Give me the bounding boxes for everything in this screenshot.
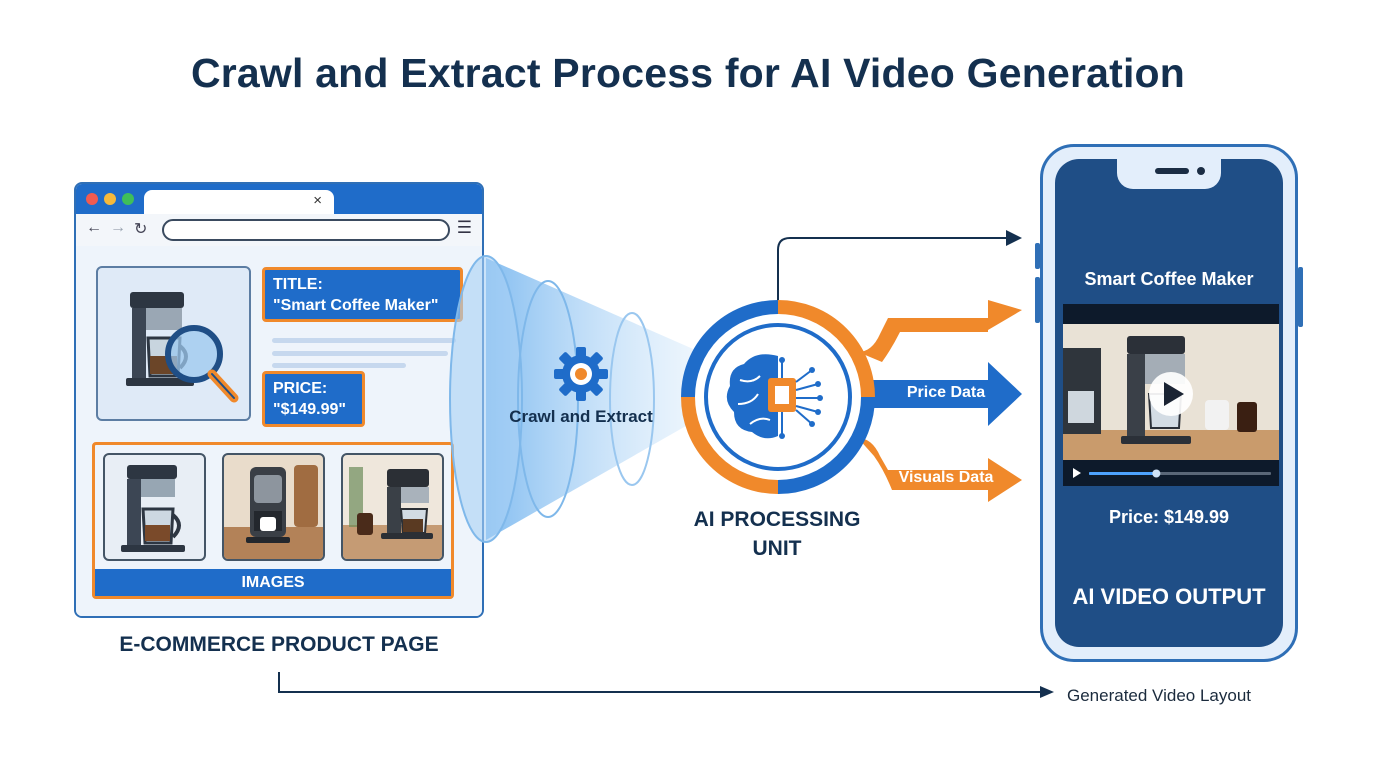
coffee-maker-icon: [121, 465, 185, 552]
video-product-title: Smart Coffee Maker: [1084, 269, 1254, 289]
crawl-label: Crawl and Extract: [509, 407, 653, 426]
volume-button: [1035, 243, 1040, 269]
title-field-value: "Smart Coffee Maker": [273, 297, 439, 314]
ai-processing-label: AI PROCESSING UNIT: [672, 505, 882, 563]
product-thumbnail[interactable]: [103, 453, 206, 561]
phone-notch: [1117, 159, 1221, 189]
product-thumbnail[interactable]: [222, 453, 325, 561]
cone-ring: [449, 255, 523, 543]
text-placeholder-line: [272, 363, 406, 368]
product-thumbnail[interactable]: [341, 453, 444, 561]
back-arrow-icon[interactable]: ←: [86, 219, 102, 236]
title-field: TITLE: "Smart Coffee Maker": [262, 267, 463, 322]
browser-tab[interactable]: ×: [144, 190, 334, 216]
images-label: IMAGES: [95, 569, 451, 596]
cone-ring: [609, 312, 655, 486]
arrowhead-icon: [1006, 230, 1022, 246]
price-field-value: "$149.99": [273, 401, 347, 418]
coffee-maker-magnifier-icon: [126, 292, 239, 403]
title-field-label: TITLE:: [273, 276, 323, 293]
product-page-body: TITLE: "Smart Coffee Maker" PRICE: "$149…: [76, 246, 482, 616]
video-progress-fill: [1089, 472, 1157, 475]
menu-icon[interactable]: ☰: [456, 218, 472, 237]
minimize-window-icon[interactable]: [104, 193, 116, 205]
reload-icon[interactable]: ↻: [134, 221, 148, 238]
text-data-arrow: [858, 300, 1022, 362]
product-image-panel: [96, 266, 251, 421]
video-frame-image: [1063, 304, 1279, 486]
page-title: Crawl and Extract Process for AI Video G…: [190, 50, 1186, 96]
close-window-icon[interactable]: [86, 193, 98, 205]
price-data-label: Price Data: [906, 384, 986, 401]
tab-close-icon[interactable]: ×: [313, 192, 322, 209]
visuals-data-label: Visuals Data: [898, 469, 994, 486]
video-output-label: AI VIDEO OUTPUT: [1072, 584, 1266, 609]
phone-screen: Smart Coffee Maker: [1055, 159, 1283, 647]
speaker-icon: [1155, 168, 1189, 174]
video-player[interactable]: [1063, 304, 1279, 486]
price-data-arrow: [866, 362, 1022, 426]
phone-device: Smart Coffee Maker: [1035, 144, 1303, 662]
browser-caption: E-COMMERCE PRODUCT PAGE: [119, 633, 439, 656]
connector-line: [777, 237, 1008, 310]
gear-icon: [554, 347, 608, 401]
text-placeholder-line: [272, 351, 448, 356]
url-bar[interactable]: [162, 219, 450, 241]
images-panel: IMAGES: [92, 442, 454, 599]
price-field: PRICE: "$149.99": [262, 371, 365, 427]
connector-line: [278, 672, 1040, 693]
browser-window: × ← → ↻ ☰ TIT: [74, 182, 484, 618]
video-progress-knob[interactable]: [1152, 469, 1161, 478]
browser-titlebar: ×: [76, 184, 482, 216]
coffee-machine-icon: [343, 467, 442, 559]
video-price: Price: $149.99: [1108, 507, 1230, 527]
generated-layout-label: Generated Video Layout: [1067, 686, 1251, 705]
arrowhead-icon: [1040, 686, 1054, 698]
forward-arrow-icon[interactable]: →: [110, 219, 126, 236]
crawl-cone: [486, 258, 700, 540]
brain-chip-icon: [726, 354, 823, 439]
espresso-machine-icon: [224, 465, 323, 559]
price-field-label: PRICE:: [273, 380, 328, 397]
maximize-window-icon[interactable]: [122, 193, 134, 205]
text-data-label: Text Data: [910, 298, 982, 315]
power-button: [1298, 267, 1303, 327]
camera-icon: [1197, 167, 1205, 175]
visuals-data-arrow: [858, 438, 1022, 502]
text-placeholder-line: [272, 338, 456, 343]
volume-button: [1035, 277, 1040, 323]
ai-processing-label-line: UNIT: [752, 537, 802, 560]
ai-processing-label-line: AI PROCESSING: [693, 508, 861, 531]
